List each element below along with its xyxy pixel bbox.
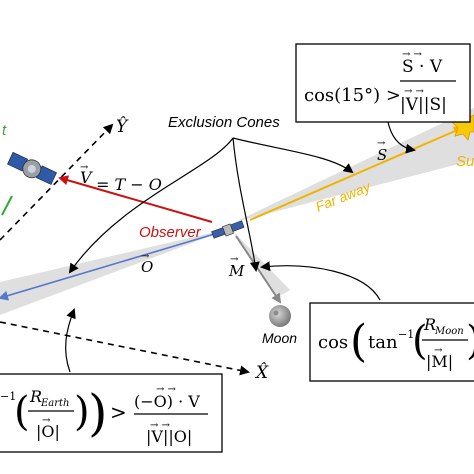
earth-formula-r: R [29, 387, 42, 406]
vector-s-label: → S [377, 138, 387, 164]
vector-o-symbol: O [141, 258, 153, 276]
vector-o [0, 229, 229, 301]
moon-formula-box: cos ( tan −1 ( R Moon → |M| ) [309, 302, 474, 382]
observer-satellite-icon [211, 220, 245, 239]
earth-formula-numerator: (−O) · V [134, 392, 200, 411]
moon-formula-paren-inner: ( [412, 318, 428, 364]
sun-exclusion-cone [235, 108, 474, 222]
vector-v-symbol: V [80, 168, 93, 187]
vector-o-label: → O [141, 251, 153, 276]
earth-formula-paren-open: ( [14, 389, 30, 435]
observer-label: Observer [139, 224, 202, 241]
moon-formula-tan: tan [368, 332, 398, 353]
x-axis [0, 321, 250, 376]
y-axis-label: Ŷ [116, 116, 129, 137]
vector-v [58, 175, 213, 223]
vector-m-symbol: M [228, 262, 245, 280]
earth-formula-denominator-2: |V||O| [146, 427, 192, 446]
moon-formula-denominator: |M| [426, 352, 453, 371]
moon-formula-r: R [423, 315, 436, 334]
moon-label: Moon [262, 330, 297, 346]
arrow-m: → [230, 254, 239, 265]
target-satellite-icon [7, 151, 57, 185]
earth-exclusion-cone [0, 228, 232, 315]
y-axis [0, 123, 114, 241]
moon-icon [269, 305, 291, 327]
moon-formula-paren-open: ( [350, 316, 367, 367]
pointer-to-sun-cone [232, 137, 354, 174]
arrow-s: → [377, 138, 386, 149]
sun-formula-box: cos(15°) > → → S · V → → |V||S| [295, 43, 471, 123]
moon-formula-paren-close: ) [466, 318, 474, 364]
vector-s [249, 126, 464, 221]
sun-formula-num-arrows: → → [402, 49, 423, 60]
earth-formula-inv: −1 [0, 390, 16, 403]
pointer-to-earth-cone [68, 137, 234, 274]
earth-formula-paren-close: ) [74, 389, 90, 435]
sun-formula-denominator: |V||S| [400, 95, 447, 115]
sun-label: Su [456, 153, 474, 170]
sun-formula-den-arrows: → → [404, 86, 425, 97]
earth-formula-den-arrow: → [42, 415, 51, 426]
moon-formula-r-sub: Moon [434, 326, 464, 337]
pointer-earth-formula [65, 308, 76, 373]
pointer-moon-formula [260, 261, 381, 301]
x-axis-label: X̂ [254, 363, 269, 383]
sun-formula-lhs: cos(15°) > [304, 85, 401, 106]
vector-m-label: → M [228, 254, 245, 280]
moon-crater [273, 310, 279, 316]
vector-s-symbol: S [377, 146, 387, 164]
target-green-arrow [1, 195, 13, 216]
arrow-o: → [141, 251, 150, 262]
pointer-to-moon-cone [232, 137, 260, 272]
earth-formula-box: −1 ( R Earth → |O| ) ) > → → (−O) · V → … [0, 373, 223, 453]
vector-v-rhs: = T − O [96, 175, 162, 194]
earth-formula-r-sub: Earth [40, 398, 70, 409]
sun-formula-numerator: S · V [402, 57, 443, 77]
arrow-v: → [80, 162, 89, 173]
earth-formula-paren-close-outer: ) [88, 384, 108, 442]
earth-formula-den2-arrows: → → [150, 420, 171, 431]
moon-formula-cos: cos [318, 332, 348, 353]
vector-v-label: V → = T − O [80, 162, 162, 194]
exclusion-cones-label: Exclusion Cones [168, 114, 280, 131]
pointer-sun-formula [387, 121, 416, 154]
earth-formula-gt: > [110, 400, 127, 424]
moon-formula-den-arrow: → [434, 345, 443, 356]
earth-formula-denominator: |O| [36, 422, 60, 441]
earth-formula-num-arrows: → → [156, 384, 177, 395]
target-label: t [2, 122, 7, 139]
moon-formula-inv: −1 [398, 328, 414, 341]
